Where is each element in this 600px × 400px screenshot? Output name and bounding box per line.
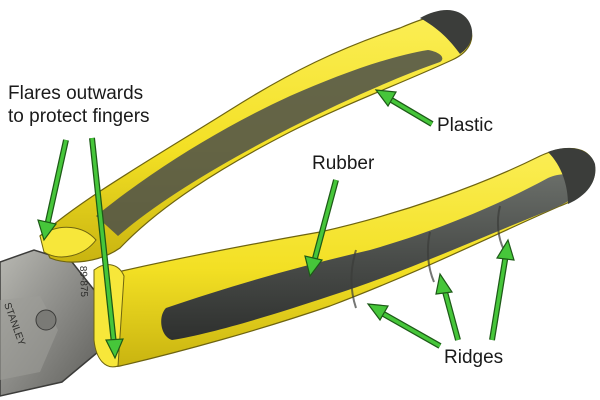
flares-label-line-2: to protect fingers (8, 106, 150, 127)
annotation-arrows (37, 89, 515, 360)
plastic-label: Plastic (437, 115, 493, 136)
arrow-flare-lower (89, 137, 124, 360)
flares-outwards-label: Flares outwards to protect fingers (8, 82, 150, 128)
arrow-ridges-1 (366, 303, 442, 349)
arrow-rubber (304, 179, 339, 278)
flares-label-line-1: Flares outwards (8, 83, 144, 104)
ridges-label: Ridges (444, 347, 504, 368)
arrow-ridges-3 (489, 238, 515, 341)
arrow-plastic (374, 89, 434, 127)
lower-handle (93, 147, 596, 368)
upper-handle (39, 10, 473, 263)
rubber-label: Rubber (312, 153, 375, 174)
pliers-head: STANLEY 89-875 (0, 249, 103, 397)
model-engraving: 89-875 (77, 266, 89, 298)
arrow-flare-upper (37, 139, 69, 242)
arrow-ridges-2 (435, 272, 461, 341)
